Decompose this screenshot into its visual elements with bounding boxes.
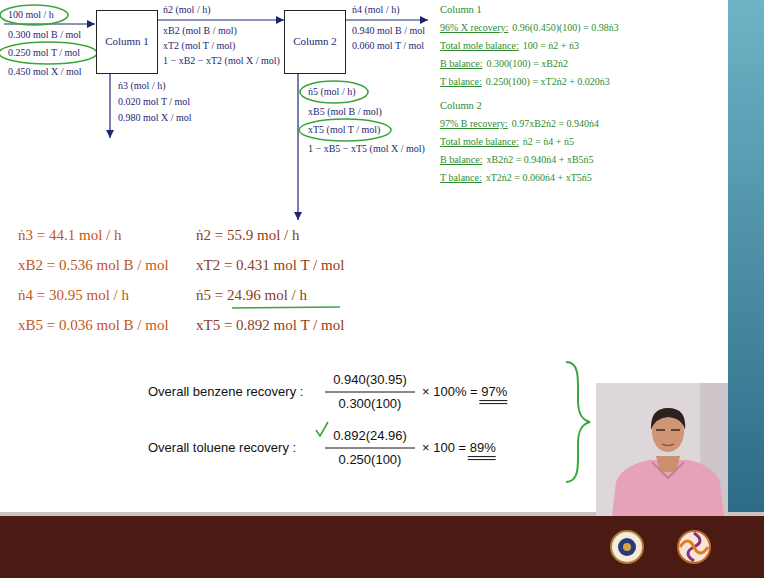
result-value: ṅ5 = 24.96 mol / h bbox=[196, 286, 307, 304]
institute-logo bbox=[618, 538, 636, 556]
hand-brace bbox=[566, 362, 590, 482]
recovery-text: 0.940(30.95) bbox=[333, 372, 407, 388]
stream-label: 1 − xB5 − xT5 (mol X / mol) bbox=[308, 143, 425, 155]
balance-name: 96% X recovery: bbox=[440, 22, 508, 34]
footer-bar bbox=[0, 516, 764, 578]
balance-equation: xT2ṅ2 = 0.060ṅ4 + xT5ṅ5 bbox=[486, 172, 592, 184]
double-underline bbox=[468, 459, 496, 460]
stream-connector bbox=[158, 19, 284, 20]
result-value: xB2 = 0.536 mol B / mol bbox=[18, 256, 169, 274]
double-underline bbox=[479, 403, 507, 404]
stream-label: ṅ5 (mol / h) bbox=[308, 86, 356, 98]
balance-equation: 100 = ṅ2 + ṅ3 bbox=[523, 40, 579, 52]
stream-label: xB5 (mol B / mol) bbox=[308, 106, 382, 118]
result-value: ṅ2 = 55.9 mol / h bbox=[196, 226, 299, 244]
presenter-mouth bbox=[662, 444, 674, 446]
hand-circle bbox=[0, 5, 68, 25]
recovery-text: × 100% = 97% bbox=[422, 384, 507, 400]
stream-label: 0.450 mol X / mol bbox=[8, 66, 82, 78]
stream-label: 0.300 mol B / mol bbox=[8, 29, 81, 41]
stream-label: 0.020 mol T / mol bbox=[118, 96, 190, 108]
hand-check bbox=[316, 422, 328, 436]
result-value: ṅ4 = 30.95 mol / h bbox=[18, 286, 129, 304]
hand-circle bbox=[0, 42, 97, 64]
overhead-stream bbox=[346, 19, 428, 20]
stream-label: 0.250 mol T / mol bbox=[8, 47, 80, 59]
double-underline bbox=[479, 400, 507, 401]
result-value: ṅ3 = 44.1 mol / h bbox=[18, 226, 121, 244]
box-label: Column 2 bbox=[293, 35, 337, 48]
column-heading: Column 1 bbox=[440, 4, 482, 17]
hand-circle bbox=[300, 81, 368, 103]
balance-name: 97% B recovery: bbox=[440, 118, 508, 130]
double-underline bbox=[468, 456, 496, 457]
bottoms-stream bbox=[109, 74, 110, 138]
fraction-bar bbox=[325, 448, 415, 449]
institute-logo bbox=[623, 543, 631, 551]
hand-circle bbox=[299, 119, 391, 141]
balance-equation: 0.300(100) = xB2ṅ2 bbox=[486, 58, 567, 70]
recovery-text: × 100 = 89% bbox=[422, 440, 496, 456]
recovery-text: Overall benzene recovery : bbox=[148, 384, 303, 400]
hand-underline bbox=[232, 307, 340, 308]
fraction-bar bbox=[325, 392, 415, 393]
stream-label: 0.940 mol B / mol bbox=[352, 25, 425, 37]
result-value: xB5 = 0.036 mol B / mol bbox=[18, 316, 169, 334]
balance-name: Total mole balance: bbox=[440, 40, 519, 52]
stream-label: xT2 (mol T / mol) bbox=[163, 40, 235, 52]
presenter-glasses bbox=[656, 429, 680, 431]
presenter-hair bbox=[651, 408, 685, 430]
recovery-text: 0.300(100) bbox=[339, 396, 402, 412]
balance-name: T balance: bbox=[440, 172, 482, 184]
stream-label: 100 mol / h bbox=[8, 9, 54, 21]
stream-label: 0.060 mol T / mol bbox=[352, 40, 424, 52]
recovery-text: Overall toluene recovery : bbox=[148, 440, 296, 456]
stream-label: ṅ2 (mol / h) bbox=[163, 4, 211, 16]
balance-equation: 0.250(100) = xT2ṅ2 + 0.020ṅ3 bbox=[486, 76, 610, 88]
stream-label: ṅ3 (mol / h) bbox=[118, 80, 166, 92]
result-value: xT5 = 0.892 mol T / mol bbox=[196, 316, 344, 334]
balance-name: B balance: bbox=[440, 58, 482, 70]
recovery-text: 0.892(24.96) bbox=[333, 428, 407, 444]
balance-equation: ṅ2 = ṅ4 + ṅ5 bbox=[523, 136, 574, 148]
process-box: Column 1 bbox=[96, 10, 158, 74]
stream-label: 1 − xB2 − xT2 (mol X / mol) bbox=[163, 55, 280, 67]
result-value: xT2 = 0.431 mol T / mol bbox=[196, 256, 344, 274]
stream-label: 0.980 mol X / mol bbox=[118, 112, 192, 124]
stream-label: xT5 (mol T / mol) bbox=[308, 124, 380, 136]
bottoms-stream bbox=[297, 74, 298, 220]
balance-equation: 0.97xB2ṅ2 = 0.940ṅ4 bbox=[512, 118, 599, 130]
stream-label: xB2 (mol B / mol) bbox=[163, 25, 237, 37]
recovery-text: 0.250(100) bbox=[339, 452, 402, 468]
balance-equation: 0.96(0.450)(100) = 0.98ṅ3 bbox=[512, 22, 618, 34]
process-box: Column 2 bbox=[284, 10, 346, 74]
course-logo bbox=[680, 541, 708, 553]
video-frame bbox=[596, 383, 728, 516]
box-label: Column 1 bbox=[105, 35, 149, 48]
side-band bbox=[728, 0, 764, 516]
column-heading: Column 2 bbox=[440, 100, 482, 113]
balance-name: Total mole balance: bbox=[440, 136, 519, 148]
course-logo bbox=[678, 531, 710, 563]
balance-name: T balance: bbox=[440, 76, 482, 88]
balance-name: B balance: bbox=[440, 154, 482, 166]
stream-label: ṅ4 (mol / h) bbox=[352, 4, 400, 16]
institute-logo bbox=[611, 531, 643, 563]
presenter-collar bbox=[652, 462, 684, 478]
balance-equation: xB2ṅ2 = 0.940ṅ4 + xB5ṅ5 bbox=[486, 154, 593, 166]
